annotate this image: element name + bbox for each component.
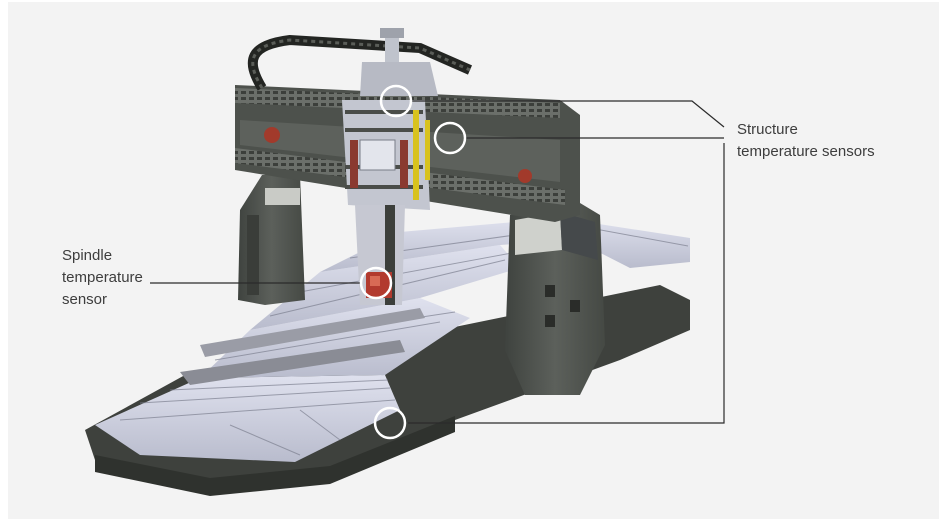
sensor-marker-beam-top [379, 84, 413, 118]
structure-temperature-sensors-label: Structure temperature sensors [737, 119, 875, 163]
sensor-marker-bed [373, 406, 407, 440]
left-column [238, 175, 305, 305]
telescopic-covers [95, 218, 690, 462]
cable-chain [247, 34, 473, 91]
structure-leader-top [410, 100, 725, 128]
structure-leader-bottom [408, 143, 725, 424]
spindle-head [342, 28, 438, 305]
spindle-temperature-sensor-label: Spindle temperature sensor [62, 245, 143, 311]
right-column [505, 200, 605, 395]
leader-lines [150, 100, 725, 424]
spindle-label-line-2: temperature [62, 269, 143, 286]
structure-label-line-1: Structure [737, 121, 798, 138]
spindle-label-line-1: Spindle [62, 247, 113, 264]
structure-label-line-2: temperature sensors [737, 143, 875, 160]
sensor-marker-spindle [359, 266, 393, 300]
spindle-label-line-3: sensor [62, 291, 108, 308]
sensor-marker-beam-side [433, 121, 467, 155]
